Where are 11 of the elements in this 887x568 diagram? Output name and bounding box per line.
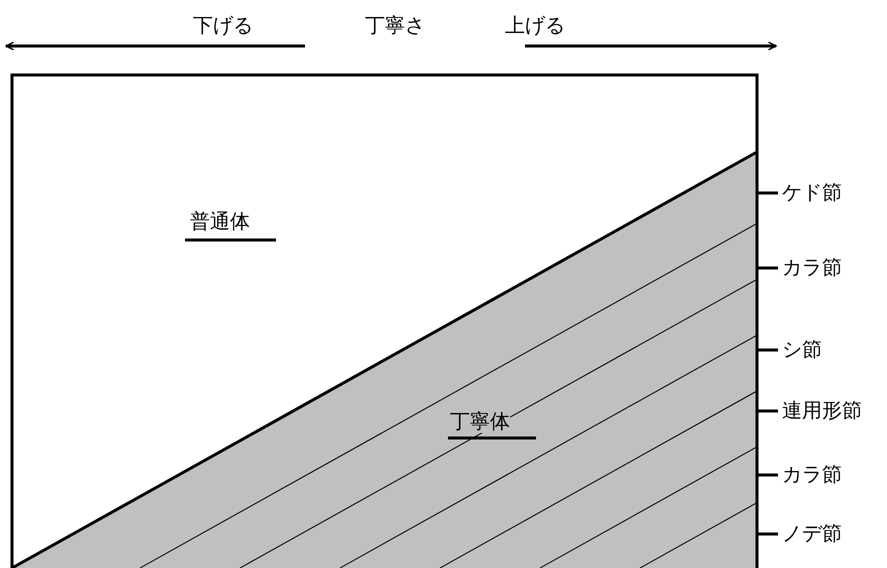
- tick-label: ノデ節: [782, 521, 842, 545]
- axis-label: 上げる: [505, 14, 565, 38]
- region-label: 普通体: [190, 209, 250, 233]
- axis-title: 丁寧さ: [365, 14, 425, 38]
- tick-label: ケド節: [782, 180, 842, 204]
- axis-label: 下げる: [193, 14, 253, 38]
- region-label: 丁寧体: [450, 409, 510, 433]
- tick-label: シ節: [782, 337, 822, 361]
- tick-label: カラ節: [782, 255, 842, 279]
- tick-label: カラ節: [782, 462, 842, 486]
- tick-label: 連用形節: [782, 398, 862, 422]
